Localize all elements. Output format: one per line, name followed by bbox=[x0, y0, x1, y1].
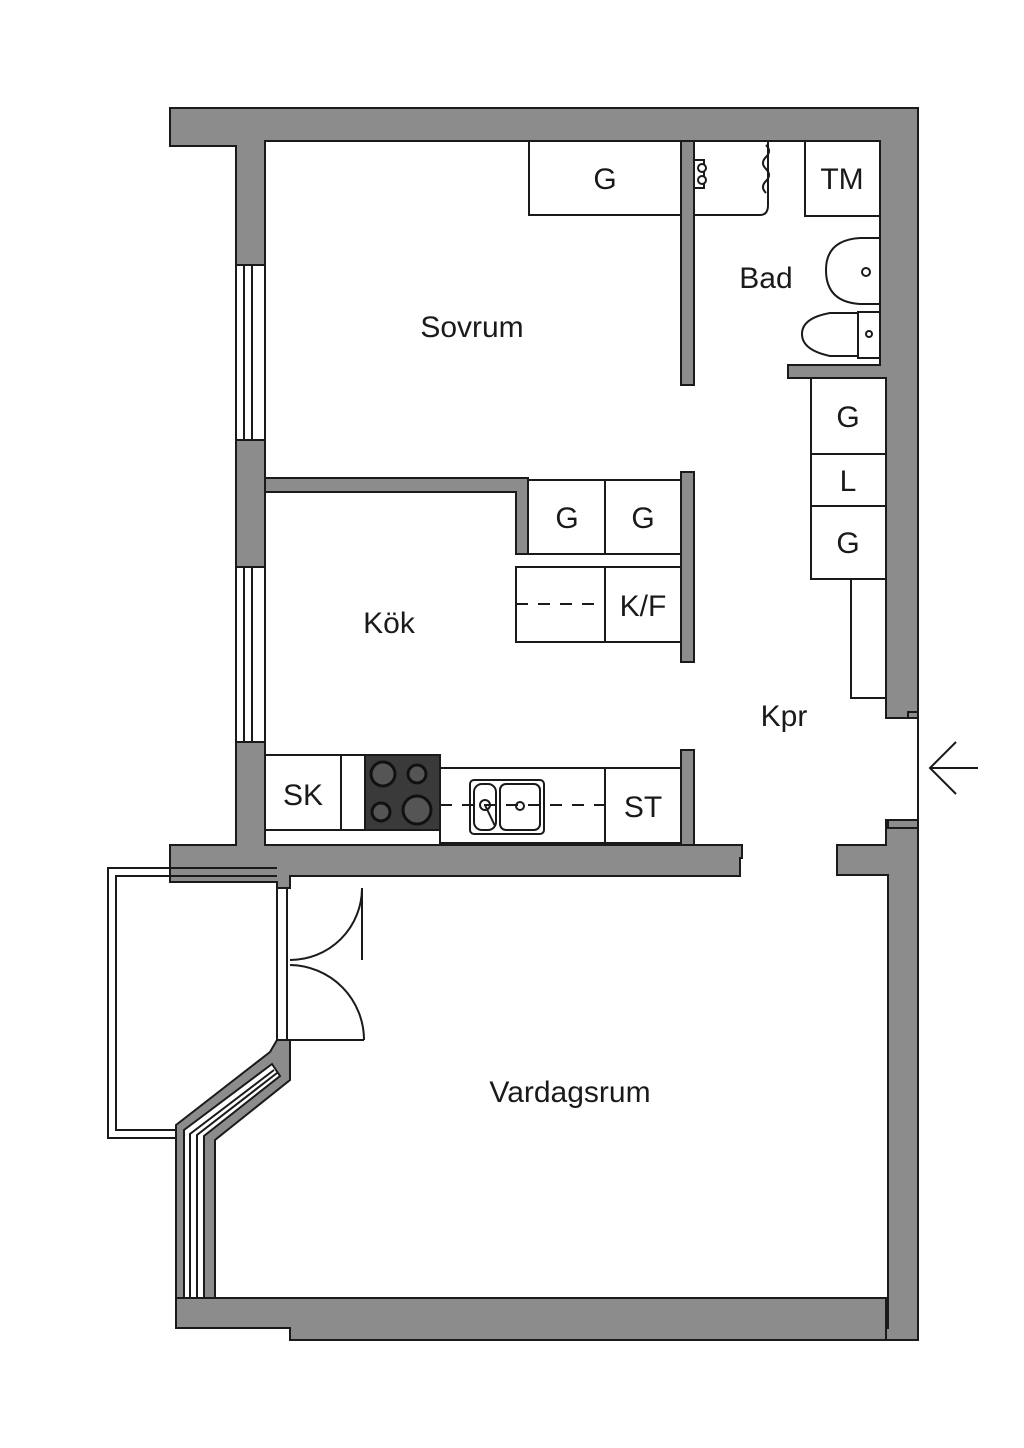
room-label-kok: Kök bbox=[363, 607, 416, 640]
balcony bbox=[107, 867, 277, 1139]
room-label-bad: Bad bbox=[739, 262, 792, 295]
arrow-left-icon bbox=[928, 741, 978, 795]
label-hall-wardrobe-top: G bbox=[836, 401, 859, 434]
kitchen-wardrobe-left bbox=[527, 479, 606, 555]
wall-sovrum-bad bbox=[680, 140, 695, 386]
fridge-freezer bbox=[604, 566, 682, 643]
cabinet-st bbox=[604, 767, 682, 844]
bottom-wall bbox=[175, 1297, 887, 1341]
window-sovrum bbox=[235, 264, 266, 441]
balcony-doors bbox=[276, 887, 365, 1041]
label-cabinet-st: ST bbox=[624, 791, 662, 824]
label-tm: TM bbox=[820, 163, 863, 196]
windows bbox=[183, 264, 282, 1299]
left-wall-b bbox=[169, 741, 743, 889]
counter-small bbox=[340, 754, 366, 831]
cabinet-sk bbox=[264, 754, 342, 831]
room-labels: Sovrum Bad Kök Kpr Vardagsrum bbox=[363, 262, 807, 1109]
wall-kitchen-right-b bbox=[680, 749, 695, 846]
kitchen-counter bbox=[264, 754, 682, 844]
kitchen-storage bbox=[515, 479, 682, 643]
wall-sovrum-kok bbox=[264, 477, 529, 555]
label-hall-linen: L bbox=[840, 465, 857, 498]
kitchen-wardrobe-right bbox=[604, 479, 682, 555]
washbasin-icon bbox=[824, 237, 881, 305]
sovrum-wardrobe bbox=[528, 140, 682, 216]
door-swing-a bbox=[289, 887, 363, 961]
toilet-icon bbox=[800, 311, 881, 359]
room-label-kpr: Kpr bbox=[761, 700, 808, 733]
shower-icon bbox=[693, 141, 770, 216]
stove-icon bbox=[364, 754, 441, 831]
left-wall-a bbox=[235, 439, 266, 568]
wall-kitchen-right-a bbox=[680, 471, 695, 663]
label-kitchen-wardrobe-left: G bbox=[555, 502, 578, 535]
label-hall-wardrobe-bottom: G bbox=[836, 527, 859, 560]
bathroom-fixtures bbox=[693, 140, 881, 359]
door-swing-b bbox=[289, 964, 365, 1041]
fixture-labels: G TM G L G G G K/F SK ST bbox=[283, 163, 864, 824]
right-wall-lower bbox=[836, 819, 919, 1341]
sink-icon bbox=[469, 779, 545, 835]
room-label-vardagsrum: Vardagsrum bbox=[489, 1076, 650, 1109]
hall-wardrobe-top bbox=[810, 377, 887, 455]
entrance bbox=[887, 711, 978, 829]
label-cabinet-sk: SK bbox=[283, 779, 323, 812]
label-fridge-freezer: K/F bbox=[620, 590, 667, 623]
hall-wardrobe-bottom bbox=[810, 505, 887, 580]
hall-linen bbox=[810, 453, 887, 507]
label-sovrum-wardrobe: G bbox=[593, 163, 616, 196]
hall-storage bbox=[810, 377, 887, 699]
tm-box bbox=[804, 140, 881, 217]
window-kok bbox=[235, 566, 266, 743]
room-label-sovrum: Sovrum bbox=[420, 311, 523, 344]
window-vardagsrum-bay bbox=[183, 1062, 282, 1299]
label-kitchen-wardrobe-right: G bbox=[631, 502, 654, 535]
balcony-railing bbox=[107, 867, 277, 1139]
